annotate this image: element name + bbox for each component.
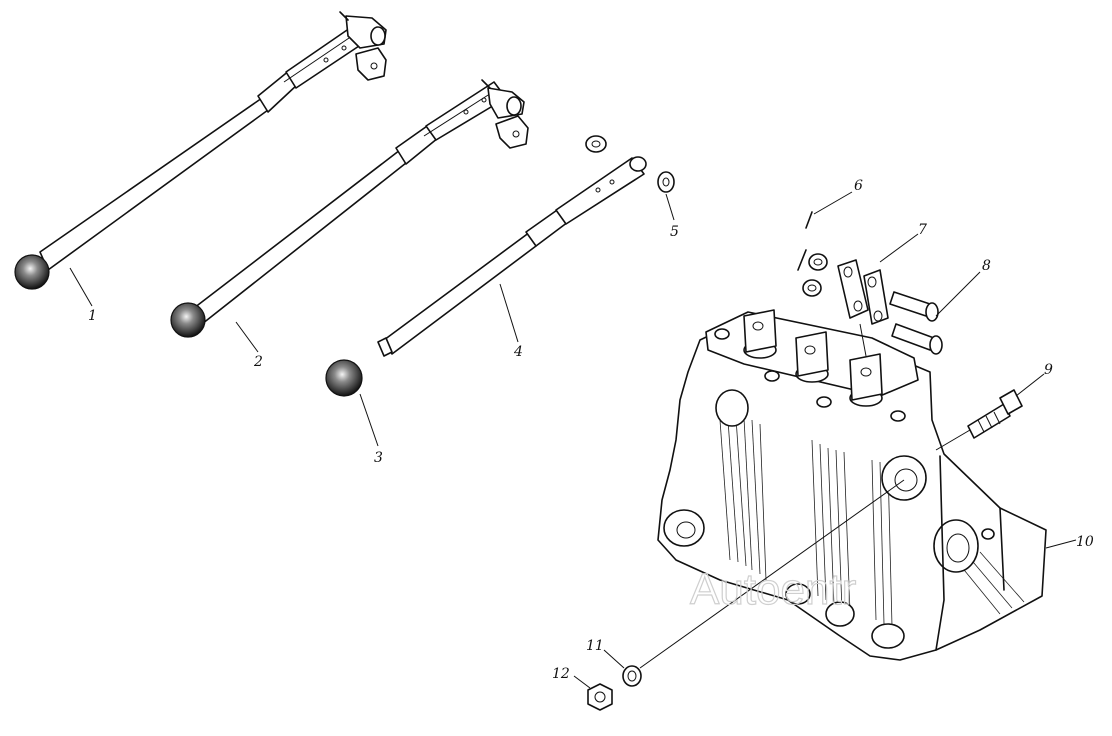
knob-3 [325,359,363,397]
link-plate-7 [837,259,889,325]
valve-body-10 [657,309,1047,661]
label-part-3: 3 [374,450,383,466]
label-part-5: 5 [670,224,679,240]
spool-3 [849,353,883,407]
nut-12 [587,683,613,711]
lever-4 [377,156,647,357]
knob-1 [14,254,50,290]
washer-5 [585,135,675,193]
label-part-1: 1 [88,308,97,324]
lever-2 [170,79,529,338]
bolt-9 [967,389,1023,439]
washer-11 [622,665,642,687]
pin-8 [889,291,943,355]
label-part-7: 7 [918,222,927,238]
label-part-11: 11 [586,638,604,654]
label-part-10: 10 [1076,534,1094,550]
pin-axis [859,323,867,357]
label-part-9: 9 [1044,362,1053,378]
spool-2 [795,331,829,383]
bolt-axis [935,429,971,451]
label-part-2: 2 [253,354,263,370]
body-shading [719,417,1025,627]
leader-lines [69,191,1077,689]
cotter-pin-6 [797,211,828,297]
label-part-4: 4 [513,344,523,360]
label-part-12: 12 [552,666,570,682]
spool-1 [743,309,777,359]
watermark: Autoentr [690,565,856,614]
knob-2 [170,302,206,338]
label-part-6: 6 [854,178,863,194]
assembly-axis [639,479,905,669]
label-part-8: 8 [982,258,991,274]
lever-1 [14,11,387,290]
